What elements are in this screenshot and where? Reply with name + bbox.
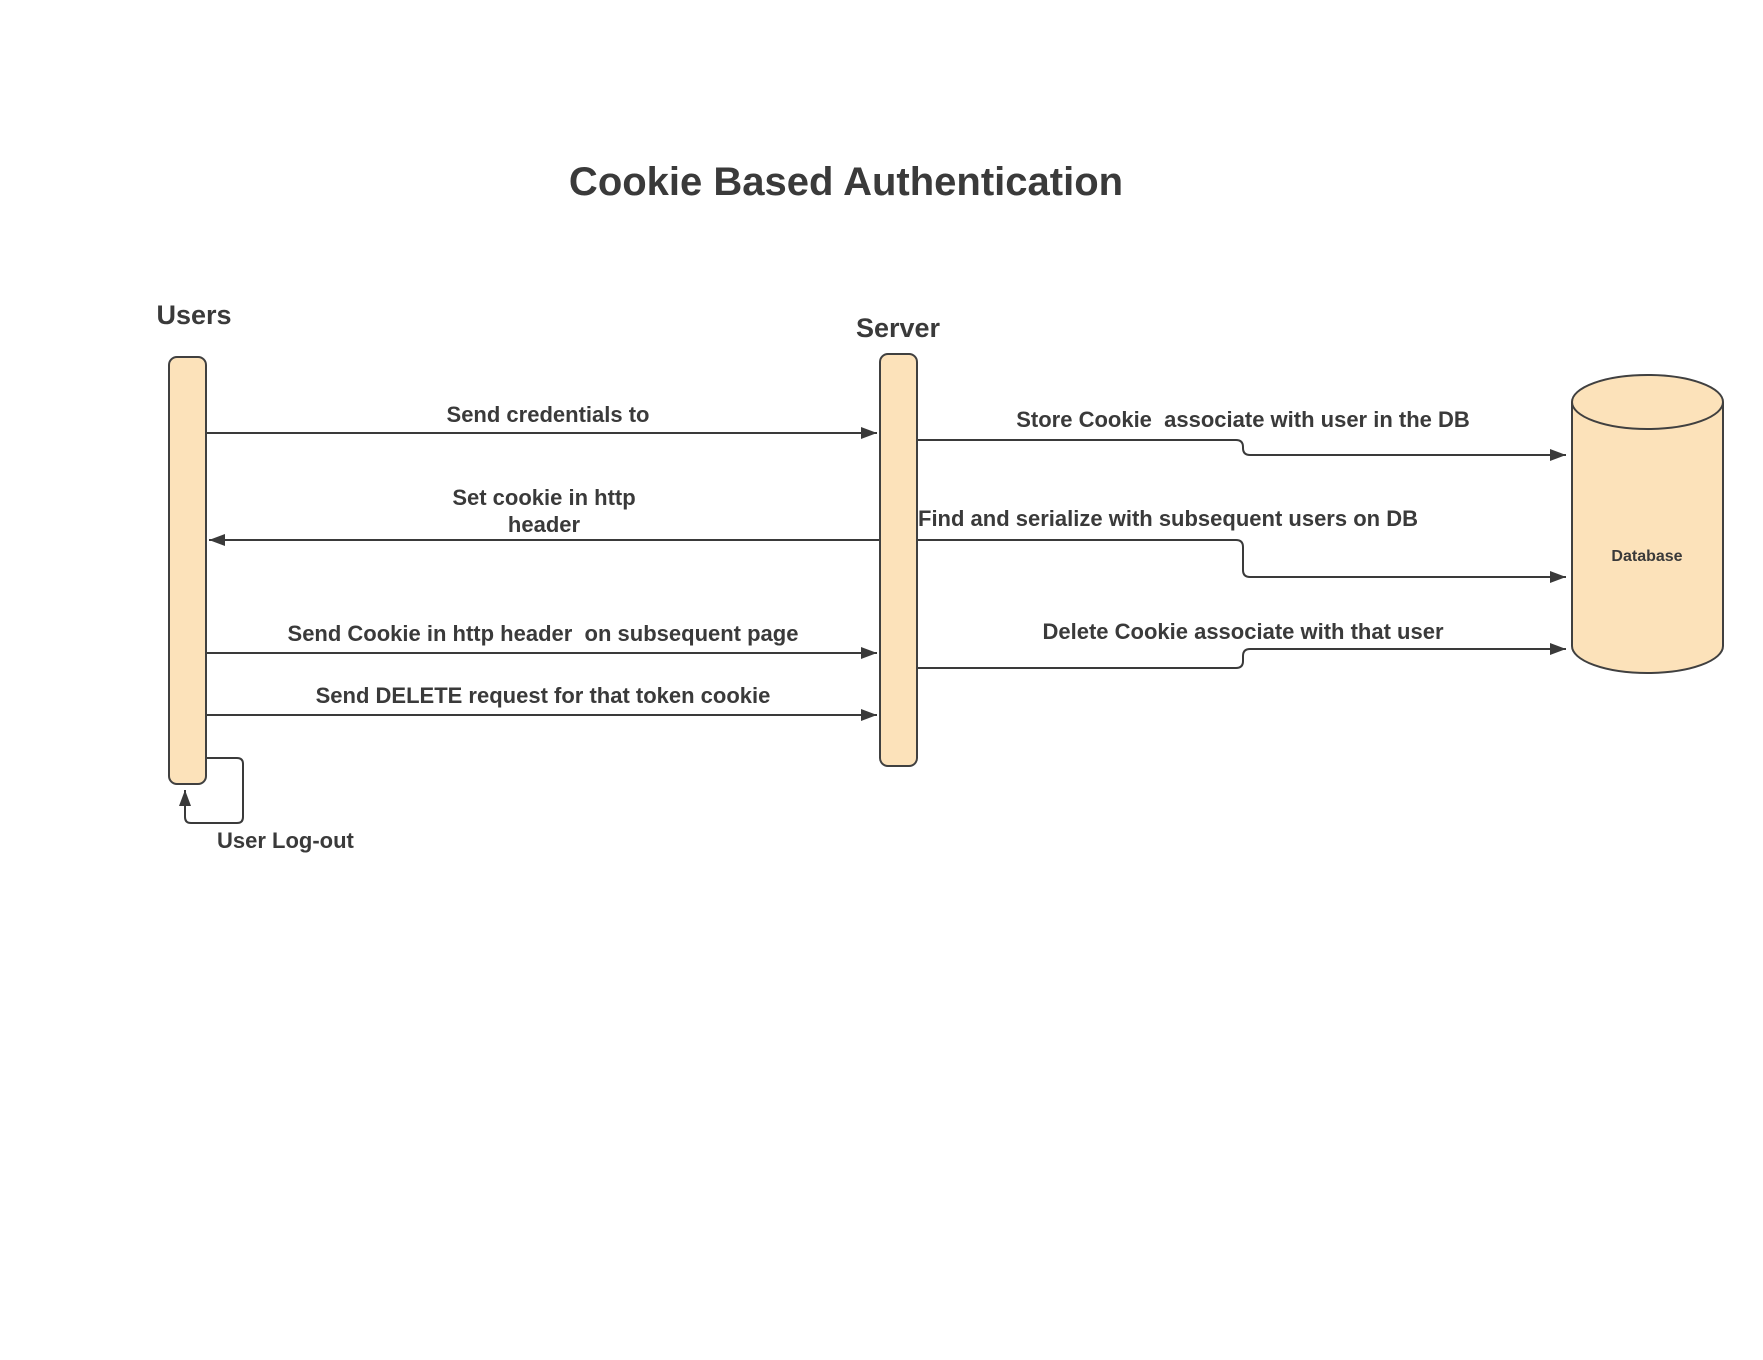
actor-label-server: Server <box>855 313 941 343</box>
message-label-delete-cookie: Delete Cookie associate with that user <box>1042 619 1444 644</box>
message-label-find-serialize: Find and serialize with subsequent users… <box>918 506 1418 531</box>
message-label-user-logout: User Log-out <box>217 828 354 853</box>
self-loop-user-logout <box>179 757 244 824</box>
server-lifeline-bar <box>879 353 918 767</box>
database-cylinder <box>1571 374 1724 674</box>
message-label-send-delete-request: Send DELETE request for that token cooki… <box>315 683 771 708</box>
message-label-send-cookie-header: Send Cookie in http header on subsequent… <box>287 621 799 646</box>
message-label-set-cookie: Set cookie in http header <box>452 485 636 537</box>
message-label-store-cookie: Store Cookie associate with user in the … <box>1016 407 1470 432</box>
actor-label-users: Users <box>156 300 232 330</box>
database-label: Database <box>1611 548 1683 565</box>
message-label-send-credentials: Send credentials to <box>446 402 650 427</box>
arrow-delete-cookie <box>918 643 1566 669</box>
arrow-find-serialize <box>918 539 1566 583</box>
users-lifeline-bar <box>168 356 207 785</box>
diagram-title: Cookie Based Authentication <box>568 160 1124 204</box>
arrow-store-cookie <box>918 439 1566 461</box>
